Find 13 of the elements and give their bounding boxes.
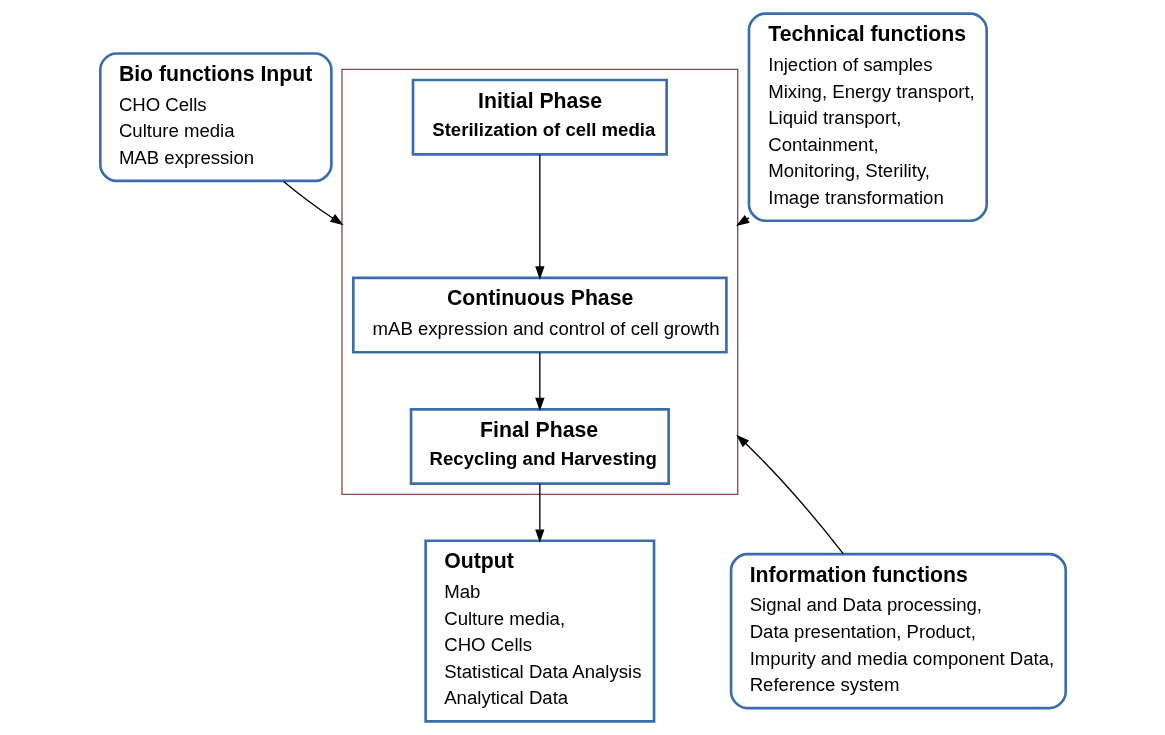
arrow [282,180,344,226]
arrow [534,483,544,543]
cluster [340,68,738,495]
node-box: Bio functions Input CHO Cells Culture media MAB expression [98,52,333,183]
arrow [534,154,544,280]
arrow [735,214,750,226]
arrow [735,434,844,555]
node-box: Continuous Phase mAB expression and control of cell growth [351,276,728,354]
node-box: Initial Phase Sterilization of cell media [411,78,668,156]
node-box: Information functions Signal and Data processing, Data presentation, Product, Impurity and media component Data, Reference system [729,552,1067,710]
node-box: Output Mab Culture media, CHO Cells Statistical Data Analysis Analytical Data [423,539,655,723]
node-box: Final Phase Recycling and Harvesting [409,408,670,485]
arrow [534,351,544,412]
